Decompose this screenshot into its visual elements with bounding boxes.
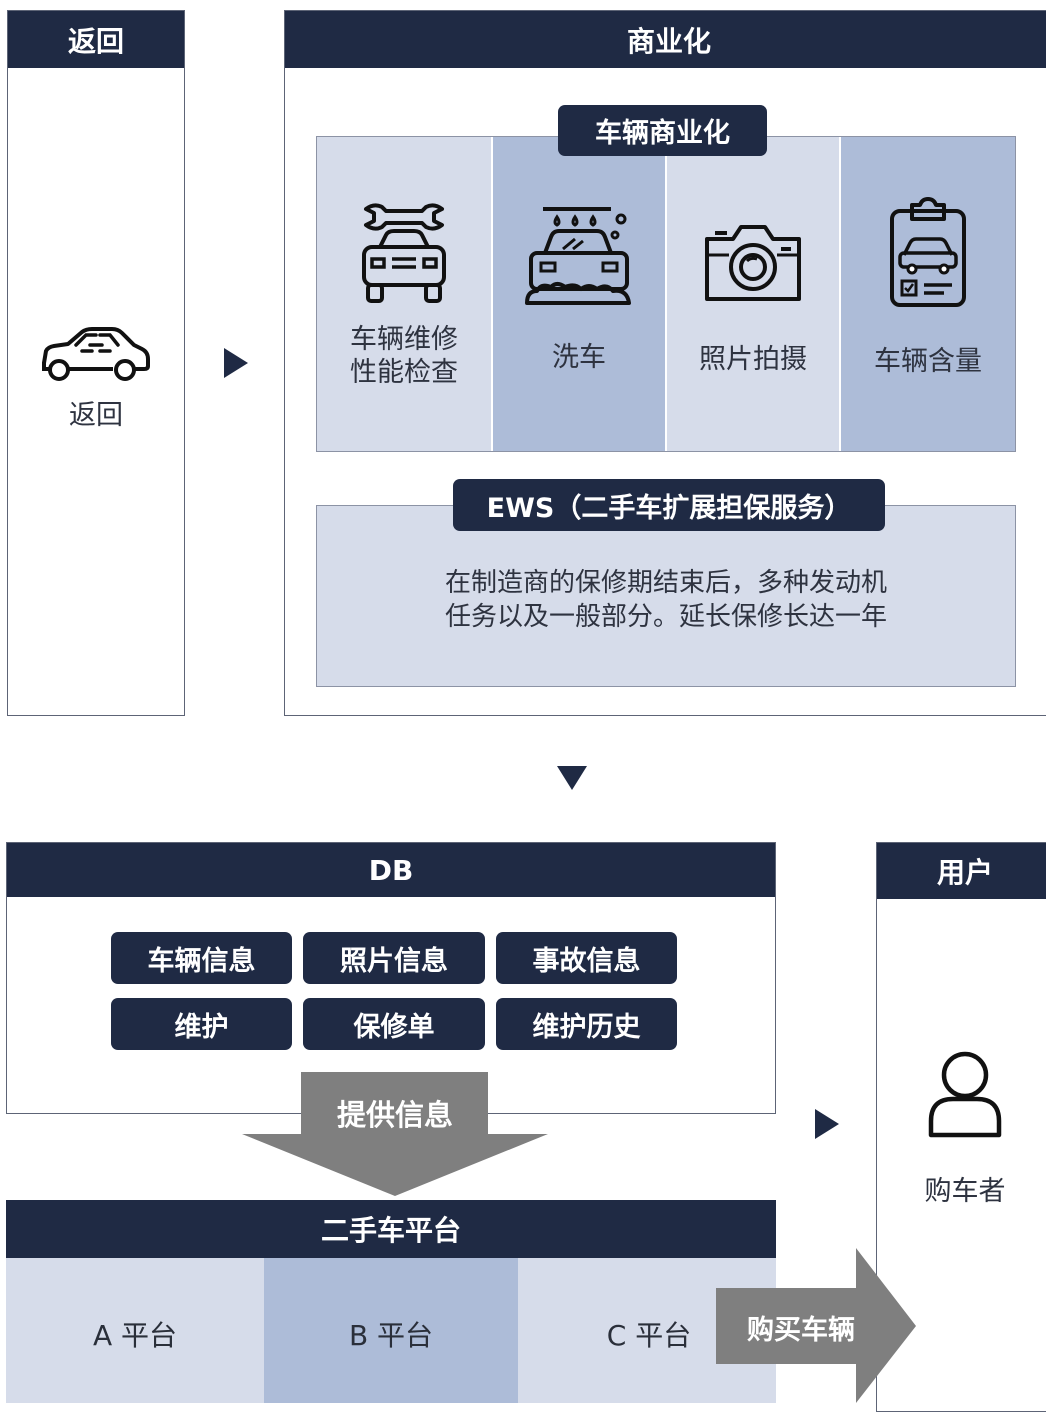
service-cell: 车辆维修 性能检查 (317, 137, 493, 451)
car-repair-wrench-icon (356, 199, 452, 309)
car-icon (38, 323, 152, 383)
camera-icon (701, 221, 805, 305)
service-cell: 车辆含量 (841, 137, 1015, 451)
platform-label: C 平台 (606, 1319, 692, 1352)
db-tag: 维护 (111, 998, 292, 1050)
person-icon (927, 1049, 1003, 1139)
service-label-2: 性能检查 (350, 357, 458, 388)
buy-vehicle-arrow: 购买车辆 (716, 1248, 916, 1403)
ews-desc-line1: 在制造商的保修期结束后，多种发动机 (444, 568, 887, 598)
platform-label: B 平台 (348, 1319, 434, 1352)
back-panel-header: 返回 (8, 11, 184, 68)
vehicle-commercial-box: 车辆维修 性能检查 洗车 (316, 136, 1016, 452)
platform-panel-header: 二手车平台 (6, 1200, 776, 1258)
db-panel-header: DB (7, 843, 775, 897)
arrow-right-icon (815, 1109, 839, 1139)
car-clipboard-icon (886, 197, 970, 309)
car-wash-icon (523, 203, 635, 311)
db-tag: 保修单 (303, 998, 485, 1050)
platform-panel: 二手车平台 A 平台 B 平台 C 平台 (6, 1200, 776, 1403)
arrow-right-icon (224, 348, 248, 378)
platform-cell: B 平台 (264, 1258, 518, 1403)
back-car-label: 返回 (69, 400, 123, 431)
service-cell: 洗车 (493, 137, 667, 451)
ews-title: EWS（二手车扩展担保服务） (453, 479, 885, 531)
service-label-1: 洗车 (552, 342, 606, 373)
ews-desc-line2: 任务以及一般部分。延长保修长达一年 (444, 602, 887, 632)
back-panel: 返回 返回 (7, 10, 185, 716)
platform-cell: A 平台 (6, 1258, 264, 1403)
platform-label: A 平台 (92, 1319, 178, 1352)
vehicle-commercial-title: 车辆商业化 (558, 105, 767, 156)
db-tag: 车辆信息 (111, 932, 292, 984)
buyer-label: 购车者 (924, 1176, 1006, 1207)
db-tag: 维护历史 (496, 998, 677, 1050)
commercial-panel-header: 商业化 (285, 11, 1046, 68)
buy-vehicle-label: 购买车辆 (747, 1315, 855, 1346)
db-tag: 事故信息 (496, 932, 677, 984)
arrow-down-icon (557, 766, 587, 790)
service-label-1: 车辆维修 (350, 324, 458, 355)
ews-box: 在制造商的保修期结束后，多种发动机 任务以及一般部分。延长保修长达一年 (316, 505, 1016, 687)
provide-info-label: 提供信息 (336, 1098, 453, 1132)
db-tag: 照片信息 (303, 932, 485, 984)
service-cell: 照片拍摄 (667, 137, 841, 451)
provide-info-arrow: 提供信息 (242, 1072, 548, 1196)
service-label-1: 车辆含量 (874, 346, 982, 377)
user-panel-header: 用户 (877, 843, 1046, 899)
service-label-1: 照片拍摄 (699, 344, 807, 375)
